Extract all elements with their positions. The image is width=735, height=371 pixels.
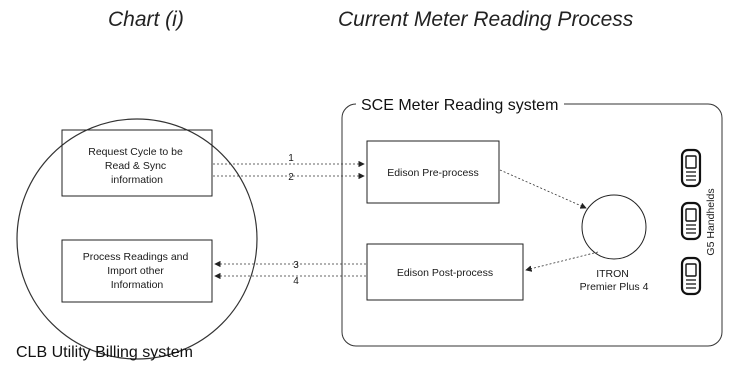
edison-preprocess-box [366,140,500,204]
handhelds-group [680,148,702,296]
sce-title-mask [356,94,564,114]
request-cycle-box [61,129,213,197]
handheld-icon [680,201,702,241]
handheld-icon [680,148,702,188]
flow-number-4: 4 [293,276,299,287]
process-readings-box [61,239,213,303]
edison-postprocess-box [366,243,524,301]
clb-system-circle [16,118,258,360]
handhelds-label: G5 Handhelds [705,188,717,255]
chart-label: Chart (i) [108,8,184,31]
flow-number-1: 1 [288,153,294,164]
handheld-icon [680,256,702,296]
edison-preprocess-label: Edison Pre-process [387,167,479,179]
process-readings-text: Process Readings and Import other Inform… [83,251,192,291]
request-cycle-text: Request Cycle to be Read & Sync informat… [88,146,185,186]
itron-circle [581,194,647,260]
itron-label: ITRON Premier Plus 4 [580,268,649,293]
flow-number-2: 2 [288,172,294,183]
flow-number-3: 3 [293,260,299,271]
edison-postprocess-label: Edison Post-process [397,267,493,279]
flow-itron-to-post [525,251,599,272]
sce-system-container [341,103,723,347]
page-title: Current Meter Reading Process [338,8,634,31]
clb-system-label: CLB Utility Billing system [16,344,193,361]
sce-system-title: SCE Meter Reading system [361,97,558,114]
flow-pre-to-itron [499,169,587,209]
